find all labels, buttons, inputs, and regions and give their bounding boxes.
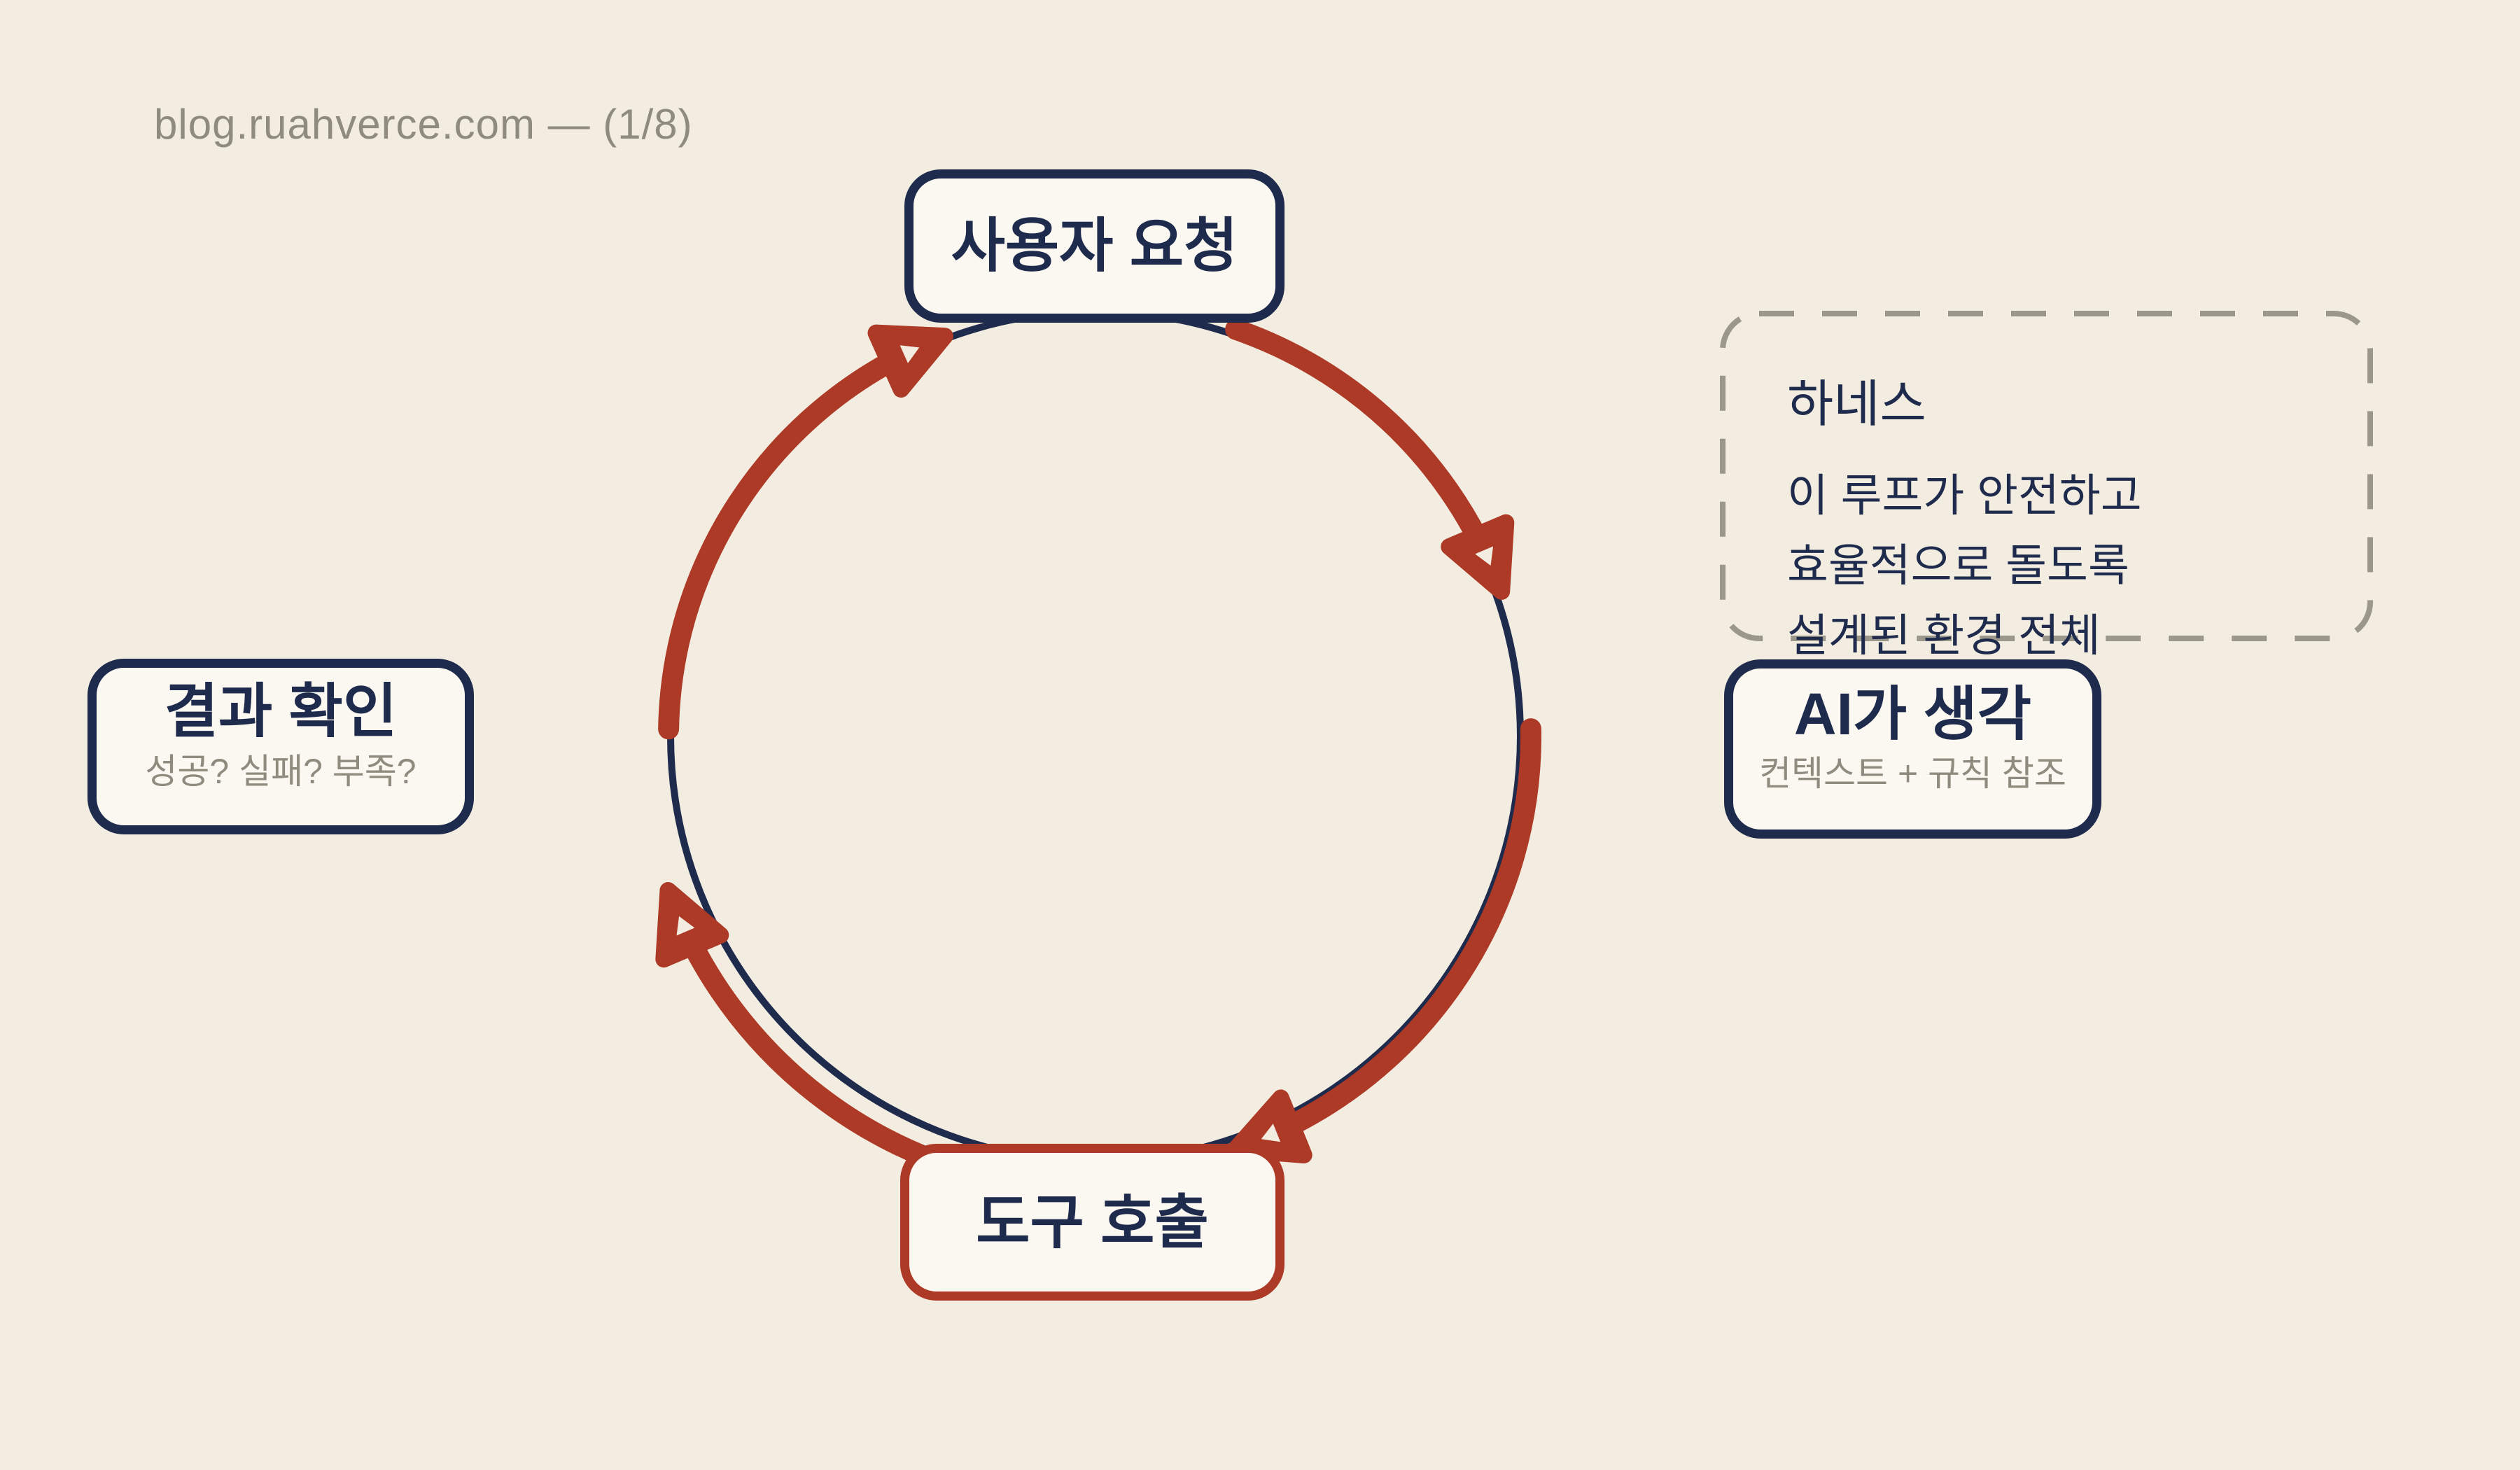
loop-arrow-arc bbox=[1226, 718, 1541, 1163]
node-user-request: 사용자 요청 bbox=[904, 169, 1284, 323]
node-check-result: 결과 확인 성공? 실패? 부족? bbox=[88, 659, 474, 834]
node-subtitle: 성공? 실패? 부족? bbox=[145, 751, 416, 791]
callout-title: 하네스 bbox=[1787, 377, 1926, 433]
node-title: 도구 호출 bbox=[976, 1189, 1209, 1255]
node-tool-call: 도구 호출 bbox=[900, 1144, 1284, 1301]
dashed-border bbox=[1720, 311, 2373, 641]
loop-arrow-arc bbox=[1225, 318, 1515, 600]
node-ai-thinks: AI가 생각 컨텍스트 + 규칙 참조 bbox=[1724, 659, 2101, 839]
callout-line: 이 루프가 안전하고 bbox=[1787, 470, 2142, 522]
node-title: AI가 생각 bbox=[1793, 680, 2032, 747]
node-title: 결과 확인 bbox=[164, 678, 398, 745]
page-caption: blog.ruahverce.com — (1/8) bbox=[154, 101, 693, 148]
node-subtitle: 컨텍스트 + 규칙 참조 bbox=[1759, 754, 2066, 794]
harness-callout: 하네스 이 루프가 안전하고 효율적으로 돌도록 설계된 환경 전체 bbox=[1720, 311, 2373, 661]
loop-arrow-arc bbox=[658, 324, 953, 740]
node-title: 사용자 요청 bbox=[951, 213, 1238, 279]
callout-line: 설계된 환경 전체 bbox=[1787, 610, 2101, 662]
callout-line: 효율적으로 돌도록 bbox=[1787, 540, 2129, 592]
callout-content: 하네스 이 루프가 안전하고 효율적으로 돌도록 설계된 환경 전체 bbox=[1720, 311, 2373, 671]
